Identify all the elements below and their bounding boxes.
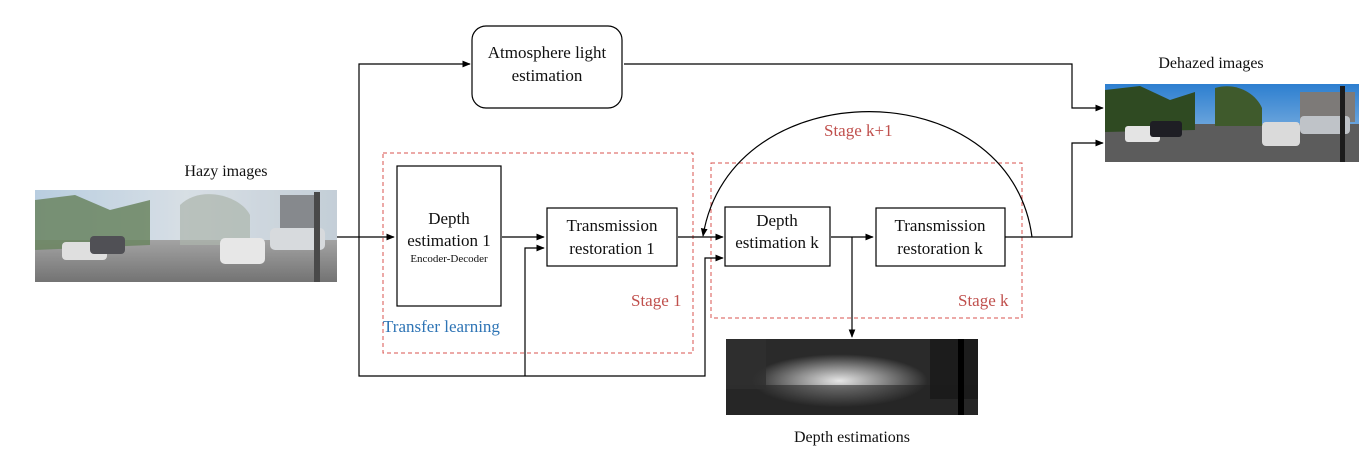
depth-estimation-1-line2: estimation 1	[407, 231, 491, 250]
transmission-restoration-1-line1: Transmission	[566, 216, 658, 235]
connectors	[337, 60, 1104, 377]
atmosphere-light-line1: Atmosphere light	[488, 43, 607, 62]
transmission-restoration-k-line1: Transmission	[894, 216, 986, 235]
depth-estimation-k-box	[724, 206, 831, 267]
atmosphere-light-line2: estimation	[512, 66, 583, 85]
depth-estimation-1-box	[396, 165, 502, 307]
stage-k-label: Stage k	[958, 291, 1009, 310]
hazy-images-caption: Hazy images	[184, 163, 267, 180]
transmission-restoration-k-box	[875, 207, 1006, 267]
depth-estimation-1-line1: Depth	[428, 209, 470, 228]
dehazed-image	[1105, 84, 1359, 162]
hazy-image	[35, 190, 337, 282]
transmission-restoration-1-line2: restoration 1	[569, 239, 654, 258]
atmosphere-light-box	[471, 25, 623, 109]
transmission-restoration-k-line2: restoration k	[897, 239, 983, 258]
stage-k-region	[710, 162, 1023, 319]
depth-estimation-k-line2: estimation k	[735, 233, 819, 252]
dehazed-images-caption: Dehazed images	[1158, 55, 1263, 72]
stage-1-region	[382, 152, 694, 354]
transfer-learning-label: Transfer learning	[383, 317, 500, 336]
encoder-decoder-label: Encoder-Decoder	[410, 253, 488, 265]
stage-k-plus-1-label: Stage k+1	[824, 121, 893, 140]
depth-estimation-k-line1: Depth	[756, 211, 798, 230]
depth-estimation-image	[726, 339, 978, 415]
transmission-restoration-1-box	[546, 207, 678, 267]
stage-1-label: Stage 1	[631, 291, 682, 310]
depth-estimations-caption: Depth estimations	[794, 429, 910, 446]
